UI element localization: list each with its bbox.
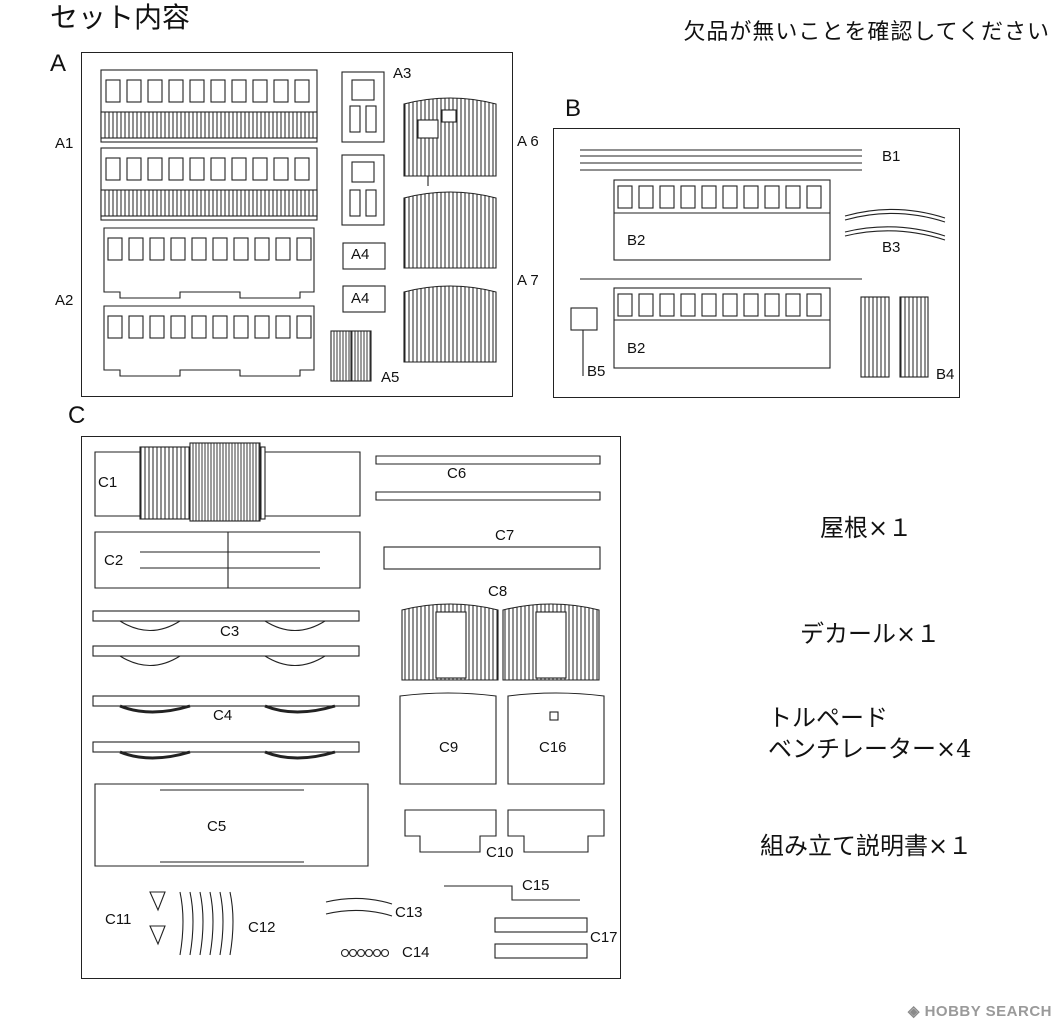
part-c2 xyxy=(94,531,361,589)
part-c16 xyxy=(507,692,605,785)
part-a3 xyxy=(341,71,385,226)
part-a2-lower xyxy=(103,305,315,377)
label-a4-lower: A4 xyxy=(351,290,370,307)
label-c11: C11 xyxy=(105,911,132,928)
part-a7-lower xyxy=(403,285,497,363)
label-a7: A 7 xyxy=(517,272,539,289)
part-a1-lower xyxy=(100,147,318,221)
label-b4: B4 xyxy=(936,366,955,383)
label-c13: C13 xyxy=(395,904,423,921)
sprue-frame-c xyxy=(81,436,621,979)
item-ventilator-line1: トルペード xyxy=(768,704,888,732)
label-c10: C10 xyxy=(486,844,514,861)
label-a4-upper: A4 xyxy=(351,246,370,263)
label-c3: C3 xyxy=(220,623,240,640)
part-a7-upper xyxy=(403,191,497,269)
label-b5: B5 xyxy=(587,363,606,380)
part-c15 xyxy=(444,885,580,901)
label-c7: C7 xyxy=(495,527,515,544)
part-c6 xyxy=(375,455,601,501)
hobby-search-logo-icon: ◈ xyxy=(907,1003,925,1020)
watermark-brand: HOBBY SEARCH xyxy=(924,1003,1052,1020)
label-c17: C17 xyxy=(590,929,618,946)
part-c4 xyxy=(92,695,360,760)
part-a2-upper xyxy=(103,227,315,299)
part-c8 xyxy=(401,603,600,681)
label-c12: C12 xyxy=(248,919,276,936)
label-c9: C9 xyxy=(439,739,459,756)
page-title: セット内容 xyxy=(50,1,191,34)
part-a1-upper xyxy=(100,69,318,143)
part-b5 xyxy=(570,307,598,376)
label-c1: C1 xyxy=(98,474,118,491)
part-c12 xyxy=(179,891,234,956)
section-b-label: B xyxy=(565,95,582,122)
label-c16: C16 xyxy=(539,739,567,756)
label-c6: C6 xyxy=(447,465,467,482)
label-b2-lower: B2 xyxy=(627,340,646,357)
item-roof: 屋根×１ xyxy=(820,514,913,542)
part-b3 xyxy=(844,208,946,241)
part-c9 xyxy=(399,692,497,785)
check-notice: 欠品が無いことを確認してください xyxy=(683,20,1050,45)
part-a4-lower xyxy=(342,285,386,313)
part-c10 xyxy=(404,809,605,853)
part-b4 xyxy=(860,296,929,378)
section-a-label: A xyxy=(50,50,67,77)
item-manual: 組み立て説明書×１ xyxy=(760,832,973,860)
part-b2-upper xyxy=(613,179,831,261)
item-ventilator-line2: ベンチレーター×4 xyxy=(768,735,972,763)
sprue-frame-a xyxy=(81,52,513,397)
part-c3 xyxy=(92,610,360,666)
label-a6: A 6 xyxy=(517,133,539,150)
label-c5: C5 xyxy=(207,818,227,835)
part-c7 xyxy=(383,546,601,570)
item-decal: デカール×１ xyxy=(800,620,941,648)
label-b2-upper: B2 xyxy=(627,232,646,249)
part-a6 xyxy=(403,97,497,186)
part-c13 xyxy=(325,897,393,917)
part-b2-lower xyxy=(580,278,862,369)
label-a2: A2 xyxy=(55,292,74,309)
label-b3: B3 xyxy=(882,239,901,256)
label-c2: C2 xyxy=(104,552,124,569)
part-c5 xyxy=(94,783,369,867)
section-c-label: C xyxy=(68,402,86,429)
label-a1: A1 xyxy=(55,135,74,152)
part-a4-upper xyxy=(342,242,386,270)
watermark: ◈ HOBBY SEARCH xyxy=(908,1002,1052,1020)
label-c14: C14 xyxy=(402,944,430,961)
label-a5: A5 xyxy=(381,369,400,386)
part-c14 xyxy=(340,948,390,958)
label-a3: A3 xyxy=(393,65,412,82)
part-a5 xyxy=(330,330,372,382)
part-c1 xyxy=(94,442,361,522)
part-b1 xyxy=(580,149,862,171)
label-c4: C4 xyxy=(213,707,233,724)
part-c11 xyxy=(149,891,166,946)
part-c17 xyxy=(494,917,588,959)
sprue-frame-b xyxy=(553,128,960,398)
label-c15: C15 xyxy=(522,877,550,894)
label-c8: C8 xyxy=(488,583,508,600)
label-b1: B1 xyxy=(882,148,901,165)
